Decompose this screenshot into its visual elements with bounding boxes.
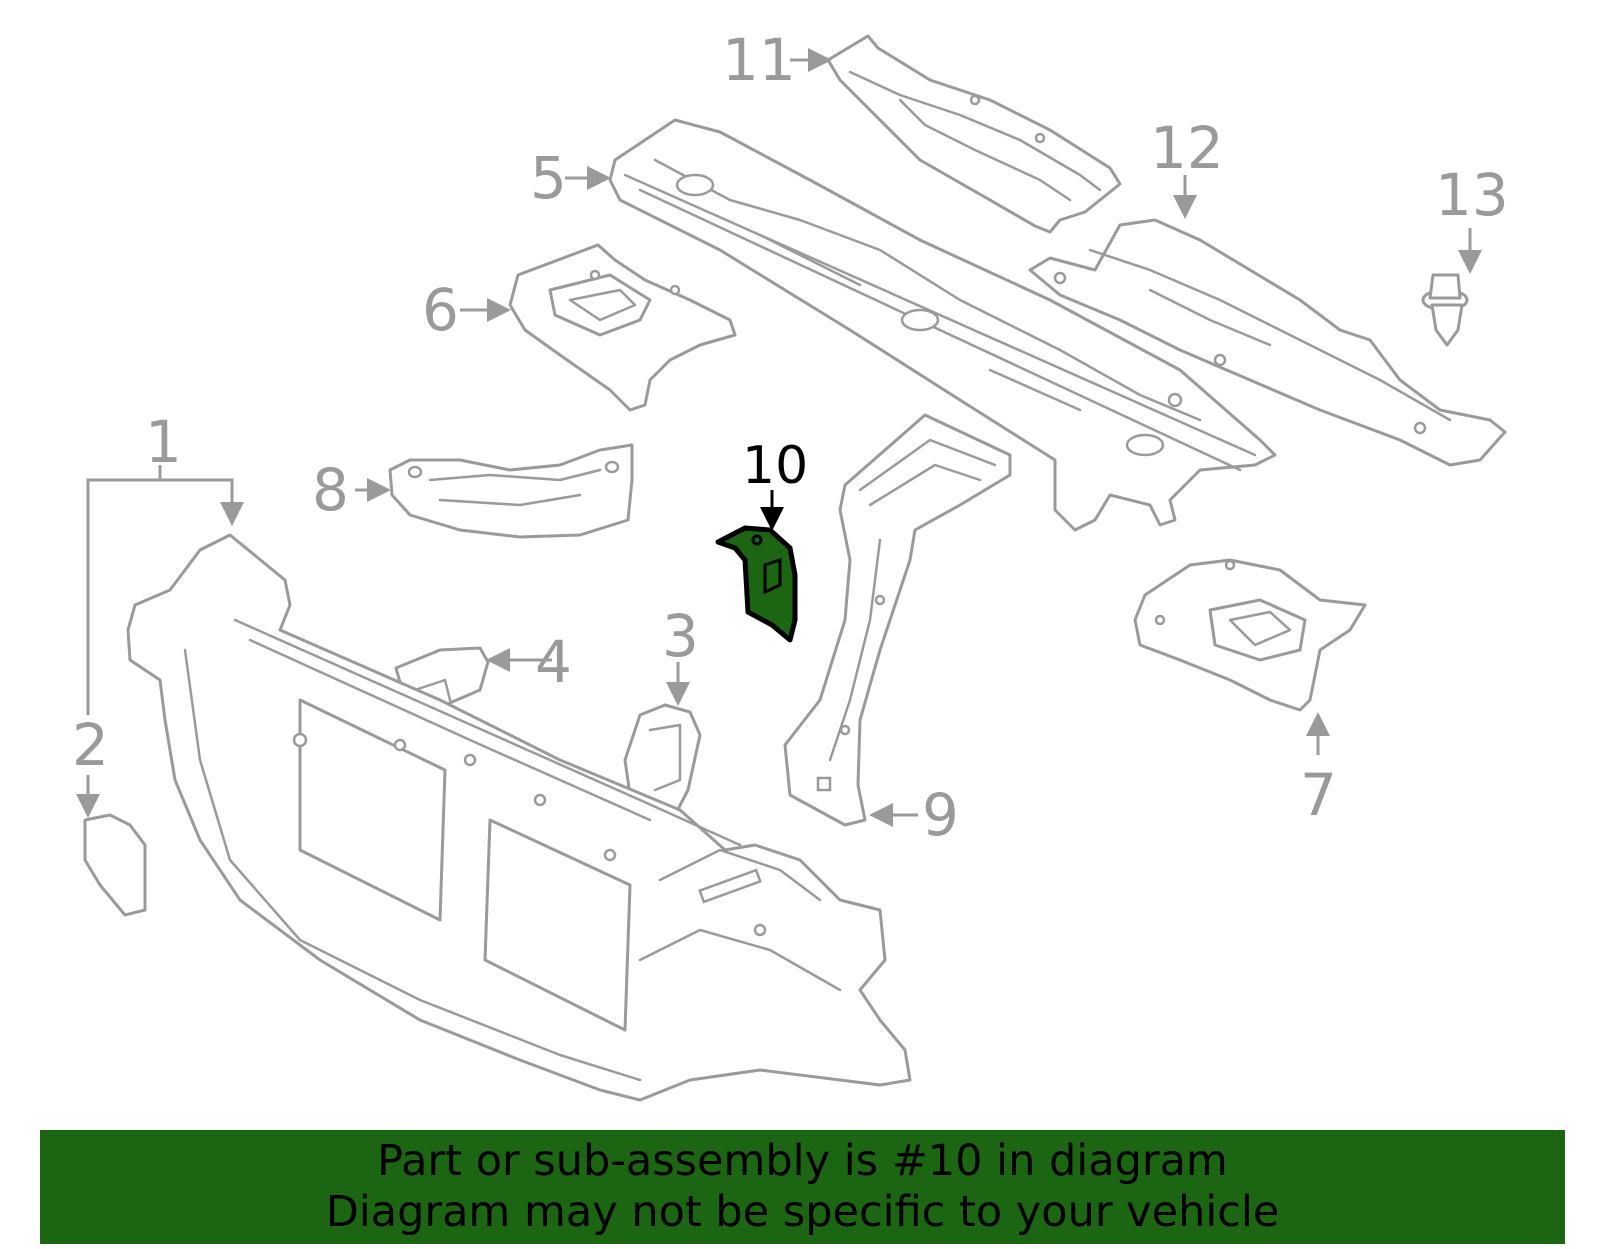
banner-line-1: Part or sub-assembly is #10 in diagram xyxy=(377,1136,1228,1186)
callout-5: 5 xyxy=(530,144,567,212)
part-10-highlighted-bracket xyxy=(715,525,798,643)
callout-8: 8 xyxy=(312,456,349,524)
part-9-vertical-support xyxy=(783,413,1012,827)
callout-13: 13 xyxy=(1435,161,1509,229)
info-banner: Part or sub-assembly is #10 in diagram D… xyxy=(40,1130,1565,1244)
callout-10: 10 xyxy=(742,436,808,496)
part-7-bracket xyxy=(1133,558,1367,712)
part-11-deflector xyxy=(826,34,1122,234)
part-12-lower-deflector xyxy=(1028,218,1507,467)
callout-labels: 1 2 3 4 5 6 7 8 9 10 11 12 13 xyxy=(72,26,1509,849)
callout-2: 2 xyxy=(72,711,109,779)
callout-11: 11 xyxy=(722,26,796,94)
callout-6: 6 xyxy=(422,276,459,344)
part-13-push-clip xyxy=(1421,273,1469,347)
part-2-cover xyxy=(83,813,147,917)
callout-4: 4 xyxy=(535,628,572,696)
part-1-radiator-support xyxy=(126,533,912,1102)
part-5-upper-tie-bar xyxy=(608,118,1277,532)
part-8-bracket xyxy=(388,443,634,539)
callout-1: 1 xyxy=(145,408,182,476)
callout-12: 12 xyxy=(1150,114,1224,182)
part-3-clip xyxy=(623,703,702,817)
leader-lines xyxy=(76,48,1482,827)
banner-line-2: Diagram may not be specific to your vehi… xyxy=(325,1187,1280,1237)
callout-7: 7 xyxy=(1300,761,1337,829)
part-6-bracket xyxy=(508,243,737,412)
callout-9: 9 xyxy=(922,781,959,849)
callout-3: 3 xyxy=(662,602,699,670)
parts-diagram: 1 2 3 4 5 6 7 8 9 10 11 12 13 xyxy=(72,26,1509,1102)
